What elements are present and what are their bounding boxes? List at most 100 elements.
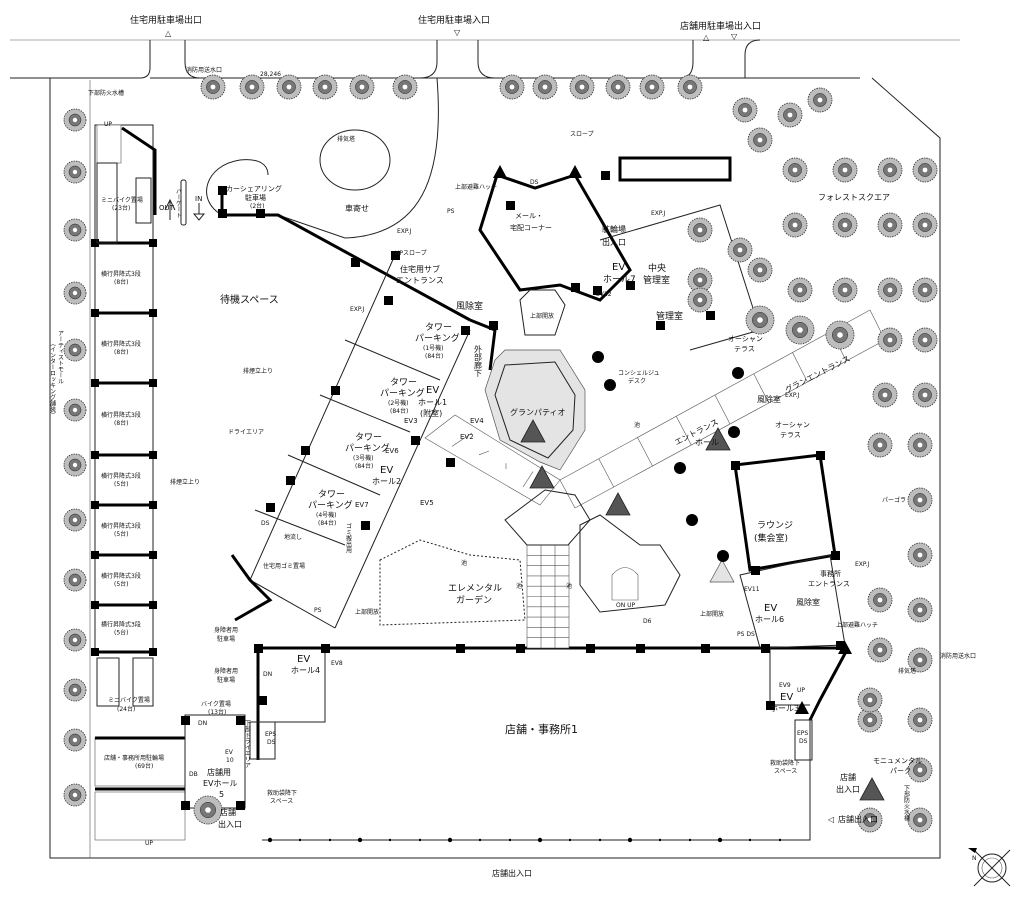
ev-hall4-dn-label: DN [263,671,272,678]
ev-hall6-label: EV [764,603,777,614]
ev-hall7-label: EV [612,262,625,273]
ev10-label: EV [225,749,234,756]
external-corridor-label: 外部廊下 [474,344,483,378]
column [218,209,227,218]
column [593,286,602,295]
vestibule-label: 風除室 [456,300,483,312]
carshare-lot [206,159,269,216]
column [731,461,740,470]
ev-hall1-label: EV [426,385,439,396]
exit-arrow-icon: △ [165,29,172,38]
tree-icon [63,338,87,362]
tree-icon [907,707,933,733]
tree-icon [687,217,713,243]
column [456,644,465,653]
column [91,309,99,317]
tree-icon [747,257,773,283]
tree-icon [349,74,375,100]
artist-mall-label: アーティストモール [57,330,64,384]
pond-label-1: 池 [461,559,467,567]
shop-parking-gate-label: 店舗用駐車場出入口 [680,20,761,32]
column [636,644,645,653]
ev-hall2-label: EV [380,465,393,476]
accessible-parking-label: 身障者用 [214,626,238,634]
site-boundary [49,77,941,859]
ocean-terrace-label-2: テラス [734,345,755,353]
out-label: OUT [159,204,175,212]
sub-entrance-label-2: エントランス [396,276,444,285]
accessible-parking-2-label: 身障者用 [214,667,238,675]
tree-icon [63,398,87,422]
expj-label-4: EXP.J [785,392,799,399]
tree-icon [745,305,775,335]
roads [10,39,960,79]
round-column [728,426,740,438]
tree-icon [63,508,87,532]
labels: 住宅用駐車場出口 △ 住宅用駐車場入口 ▽ 店舗用駐車場出入口 △ ▽ 消防用送… [49,14,977,878]
fire-inlet-top-label: 消防用送水口 [186,66,222,74]
sub-entrance-label: 住宅用サブ [400,264,440,274]
tree-icon [687,267,713,293]
facade-post [748,838,752,842]
tree-icon [677,74,703,100]
ocean-terrace-label: オーシャン [728,335,763,343]
garbage-ds-label: DS [261,520,270,527]
rescue-bag-label-2: スペース [270,798,293,805]
open-above-label: 上部開放 [530,312,554,320]
column [586,644,595,653]
column [181,716,190,725]
mail-corner-label: メール・ [515,212,543,220]
carshare-label: カーシェアリング [226,184,282,193]
tree-icon [63,728,87,752]
round-column [674,462,686,474]
tree-icon [569,74,595,100]
tree-icon [639,74,665,100]
tree-icon [532,74,558,100]
compass-rose: N [968,848,1011,887]
lounge-label-2: (集会室) [754,532,788,544]
parking-strip [91,124,206,841]
tower-parking-unit: (1号機) [423,344,444,352]
tree-icon [912,212,938,238]
planter-icon [859,777,885,801]
exhaust-tower-planter [319,129,391,191]
gate-in-arrow-icon: △ [703,33,710,42]
pond-label-2: 池 [516,582,522,590]
office-entrance-label: 事務所 [820,569,841,578]
ev-hall1-label-3: (附室) [420,408,442,418]
tower-parking-count: (84台) [355,462,373,470]
tree-icon [912,157,938,183]
bicycle-entrance-label-2: 出入口 [602,237,626,247]
tree-icon [200,74,226,100]
tree-icon [63,678,87,702]
facade-post [598,838,602,842]
tree-icon [907,542,933,568]
compass-north-label: N [972,855,977,862]
pond-label-3: 池 [566,582,572,590]
shop-entrance-right2-label: 店舗 [840,772,856,782]
ev3-label: EV3 [404,417,418,425]
waiting-space-label: 待機スペース [220,293,279,306]
lower-dry-area-label: 下部ドライエリア [244,720,251,768]
column [411,436,420,445]
planter-icon [605,492,631,516]
tree-icon [825,320,855,350]
tree-icon [867,637,893,663]
lift-parking-label: 横行昇降式3段 [101,411,141,419]
smoke-riser-label-2: 排煙立上り [170,478,200,486]
facade-post [778,838,782,842]
column [568,165,582,178]
expj-label-5: EXP.J [855,561,869,568]
column [391,251,400,260]
column [149,551,157,559]
facade-post [357,837,363,843]
column [331,386,340,395]
bicycle-parking-count: (69台) [135,762,153,770]
column [149,239,157,247]
tree-icon [907,647,933,673]
column [351,258,360,267]
tree-icon [877,157,903,183]
tree-icon [832,157,858,183]
expj-label-1: EXP.J [397,228,411,235]
column [516,644,525,653]
